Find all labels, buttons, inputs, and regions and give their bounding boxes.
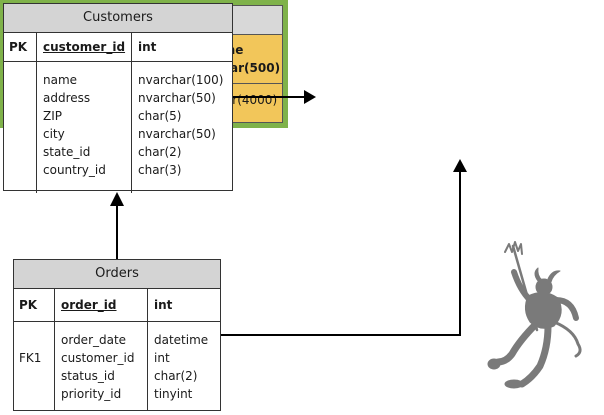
attribute-name: country_id (43, 163, 106, 177)
customers-pk-key: PK (9, 40, 28, 54)
attribute-type: char(2) (154, 369, 198, 383)
customers-pk-row: PK customer_id int (4, 33, 232, 62)
arrowhead-icon (453, 159, 467, 172)
attribute-type: nvarchar(50) (138, 127, 216, 141)
attribute-type: char(3) (138, 163, 182, 177)
orders-key-column: FK1 (14, 322, 54, 411)
attribute-name: order_date (61, 333, 127, 347)
orders-lookup-line (221, 172, 461, 336)
attribute-name: customer_id (61, 351, 135, 365)
attribute-type: char(2) (138, 145, 182, 159)
attribute-type: nvarchar(50) (138, 91, 216, 105)
arrowhead-icon (304, 90, 316, 104)
orders-fk-key: FK1 (19, 351, 42, 365)
orders-pk-name: order_id (54, 289, 148, 321)
attribute-name: name (43, 73, 78, 87)
orders-name-column: order_date customer_id status_id priorit… (54, 322, 148, 411)
attribute-name: state_id (43, 145, 91, 159)
attribute-type: tinyint (154, 387, 193, 401)
arrowhead-icon (110, 192, 124, 206)
attribute-name: address (43, 91, 91, 105)
orders-pk-key: PK (19, 298, 38, 312)
customers-title: Customers (4, 4, 232, 33)
attribute-name: priority_id (61, 387, 122, 401)
attribute-type: nvarchar(100) (138, 73, 224, 87)
customers-name-column: name address ZIP city state_id country_i… (36, 62, 132, 193)
attribute-type: datetime (154, 333, 209, 347)
dancing-devil-icon (487, 241, 582, 389)
customers-attributes: name address ZIP city state_id country_i… (4, 62, 232, 193)
attribute-name: status_id (61, 369, 115, 383)
customers-pk-type: int (138, 40, 157, 54)
orders-entity: Orders PK order_id int FK1 order_date cu… (13, 259, 221, 411)
attribute-name: ZIP (43, 109, 62, 123)
attribute-type: int (154, 351, 170, 365)
customers-type-column: nvarchar(100) nvarchar(50) char(5) nvarc… (132, 62, 224, 193)
attribute-name: city (43, 127, 65, 141)
customers-pk-name: customer_id (36, 33, 132, 61)
orders-title: Orders (14, 260, 220, 289)
attribute-type: char(5) (138, 109, 182, 123)
orders-type-column: datetime int char(2) tinyint (148, 322, 208, 411)
orders-pk-type: int (154, 298, 173, 312)
customers-entity: Customers PK customer_id int name addres… (3, 3, 233, 193)
orders-pk-row: PK order_id int (14, 289, 220, 322)
orders-attributes: FK1 order_date customer_id status_id pri… (14, 322, 220, 411)
